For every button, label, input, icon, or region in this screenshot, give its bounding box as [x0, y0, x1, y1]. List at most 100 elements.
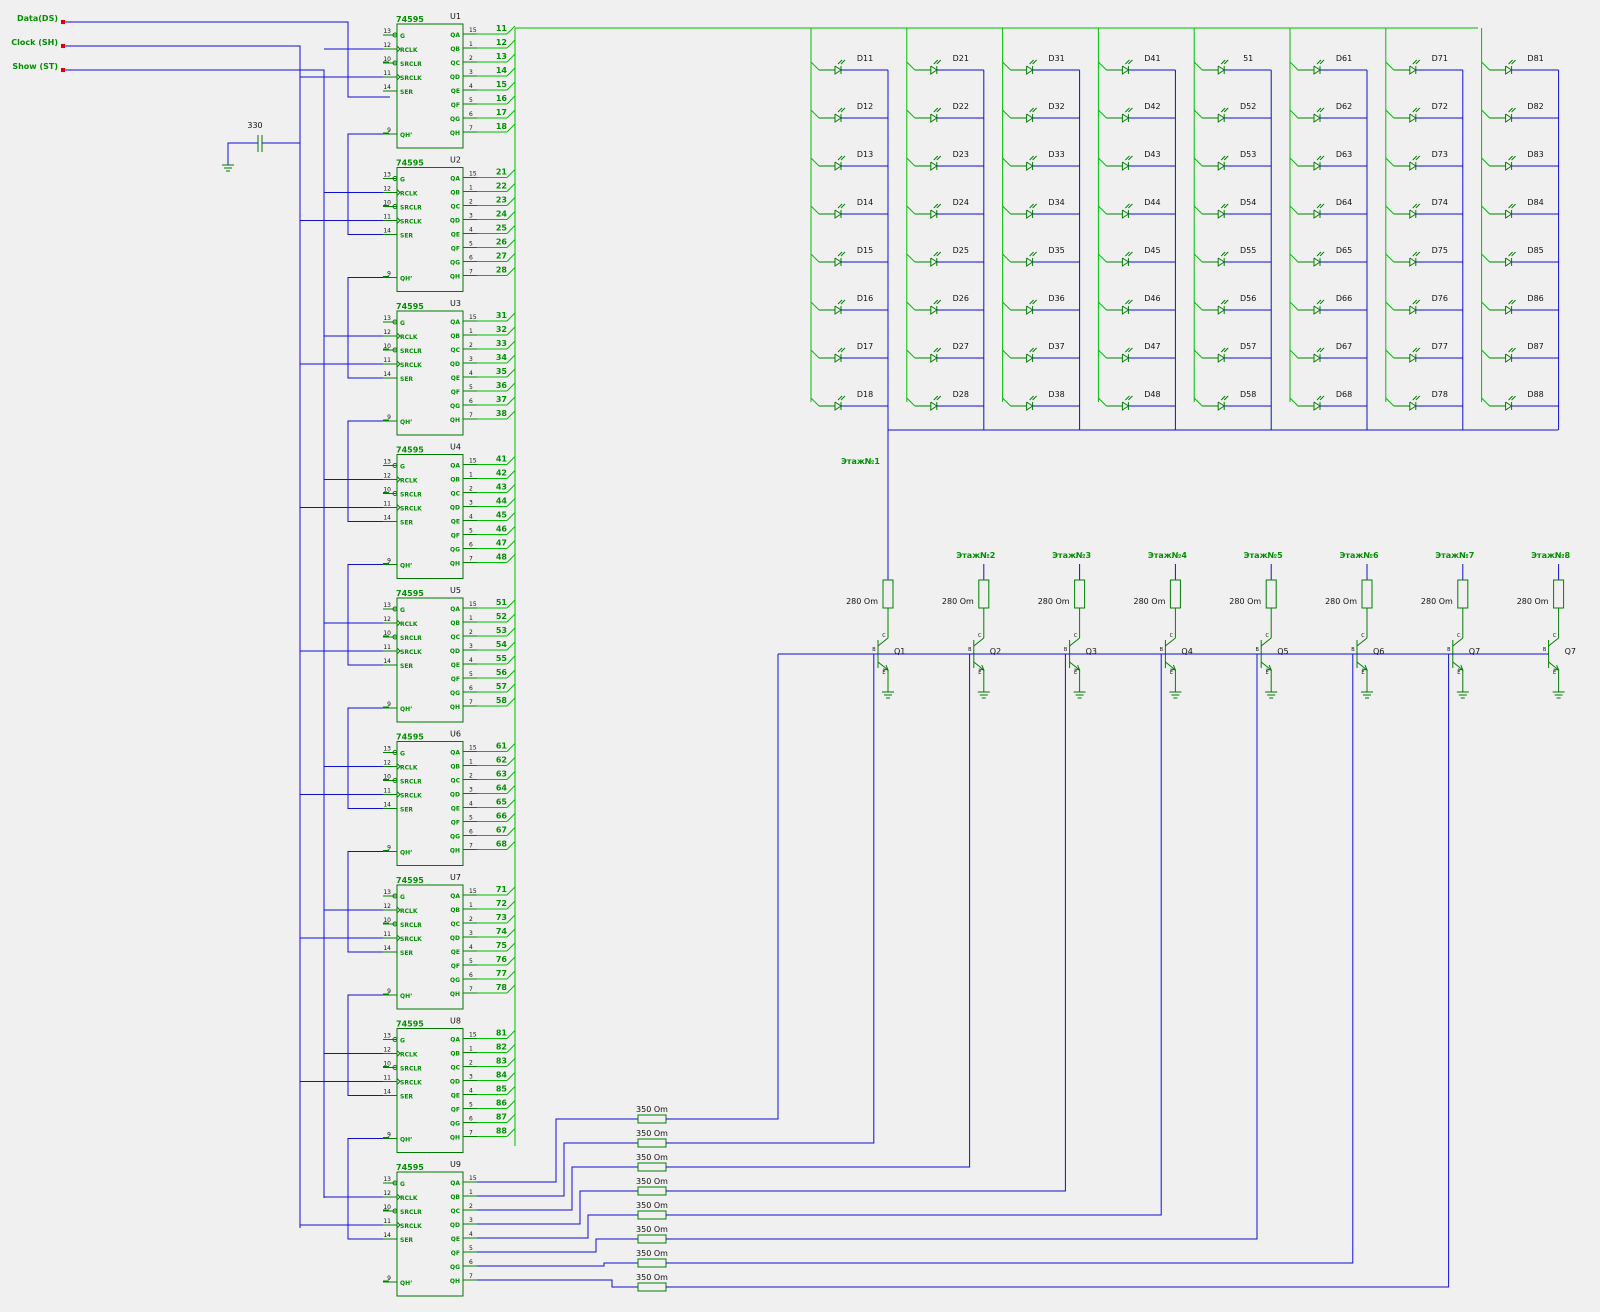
led-label: D85: [1527, 246, 1543, 255]
led-light-arrow: [1032, 107, 1037, 113]
pin-name: SRCLK: [400, 362, 422, 369]
led-diode: [1026, 161, 1034, 171]
net-label: 75: [496, 941, 508, 950]
led-diode: [1409, 305, 1417, 315]
led-light-arrow: [1415, 59, 1421, 65]
bus-entry: [1481, 349, 1490, 359]
pin-name: RCLK: [400, 908, 418, 915]
pin-number: 14: [383, 515, 391, 522]
pin-name: SRCLK: [400, 75, 422, 82]
ic-body: [396, 23, 464, 149]
net-label: 73: [496, 913, 507, 922]
pin-number: 15: [469, 745, 477, 752]
net-label: 54: [496, 640, 508, 649]
inversion-bubble: [392, 606, 398, 612]
resistor-label: 280 Om: [1133, 597, 1165, 606]
transistor-collector: [1356, 637, 1368, 647]
bus-entry: [810, 349, 820, 359]
pin-name: QB: [450, 620, 460, 627]
ic-part: 74595: [396, 733, 424, 742]
led-light-arrow: [1032, 251, 1037, 257]
pin-letter: E: [882, 670, 885, 676]
net-label: 13: [496, 52, 507, 61]
net-label: 46: [496, 525, 508, 534]
bus-entry: [506, 1044, 516, 1053]
cascade-wire: [347, 1138, 383, 1240]
cascade-wire: [347, 133, 383, 235]
pin-name: SRCLK: [400, 793, 422, 800]
net-label: 63: [496, 770, 507, 779]
pin-name: RCLK: [400, 334, 418, 341]
clock-marker: [396, 1221, 401, 1229]
bus-entry: [906, 157, 916, 167]
led-light-arrow: [1412, 107, 1418, 113]
bus-entry: [506, 197, 516, 206]
ic-body: [396, 884, 464, 1010]
bus-entry: [506, 914, 516, 924]
led-light-arrow: [936, 395, 942, 401]
pin-letter: B: [1255, 647, 1259, 653]
pin-name: QC: [450, 778, 460, 785]
bus-entry: [1002, 301, 1011, 311]
base-drive: 350 Om: [477, 654, 1354, 1268]
led-light-arrow: [1412, 251, 1418, 257]
inversion-bubble: [392, 463, 398, 468]
pin-number: 1: [469, 472, 473, 479]
cascade-wire: [347, 420, 383, 522]
bus-entry: [506, 627, 516, 637]
pin-name: SER: [400, 807, 413, 814]
led-diode: [1121, 353, 1130, 363]
net-label: 14: [496, 66, 508, 75]
transistor-emitter: [1069, 661, 1080, 671]
led-light-arrow: [1125, 107, 1130, 113]
base-drive: 350 Om: [477, 654, 875, 1197]
net-label: 22: [496, 182, 507, 191]
transistor-emitter: [1165, 661, 1176, 671]
pin-number: 6: [469, 255, 473, 262]
pin-name: SRCLR: [400, 348, 422, 355]
pin-number: 5: [469, 815, 473, 822]
pin-name: QE: [451, 88, 460, 95]
bus-entry: [1289, 301, 1299, 311]
pin-number: 2: [469, 916, 473, 923]
net-label: 74: [496, 927, 508, 936]
inversion-bubble: [392, 60, 398, 66]
pin-number: 5: [469, 958, 473, 965]
bus-entry: [506, 841, 516, 850]
led-diode: [1121, 113, 1130, 123]
input-label: Clock (SH): [11, 38, 58, 47]
net-label: 66: [496, 812, 508, 821]
led-light-arrow: [1125, 299, 1130, 305]
input-terminal: Data(DS): [17, 14, 65, 24]
pin-name: QH’: [400, 850, 412, 857]
pin-name: SRCLR: [400, 205, 422, 212]
drive-wire: [666, 654, 1354, 1264]
led-light-arrow: [837, 251, 843, 257]
resistor-label: 280 Om: [1517, 597, 1549, 606]
pin-number: 10: [383, 630, 391, 637]
net-label: 32: [496, 325, 507, 334]
clock-marker: [396, 45, 401, 53]
led-light-arrow: [936, 155, 942, 161]
collector-resistor: [1265, 579, 1277, 609]
bus-entry: [1385, 253, 1395, 263]
pin-number: 2: [469, 342, 473, 349]
resistor-label: 280 Om: [1038, 597, 1070, 606]
bus-entry: [1481, 205, 1490, 215]
bus-entry: [506, 396, 516, 406]
led-diode: [930, 353, 938, 363]
pin-name: QA: [450, 176, 460, 183]
pin-number: 12: [383, 903, 391, 910]
pin-name: QB: [450, 333, 460, 340]
led-light-arrow: [1319, 59, 1325, 65]
pin-number: 9: [387, 271, 391, 278]
bus-entry: [1385, 301, 1395, 311]
led-diode: [1217, 353, 1226, 363]
transistor-ref: Q4: [1181, 647, 1192, 656]
pin-number: 14: [383, 84, 391, 91]
drive-wire: [666, 654, 1450, 1288]
pin-number: 12: [383, 186, 391, 193]
